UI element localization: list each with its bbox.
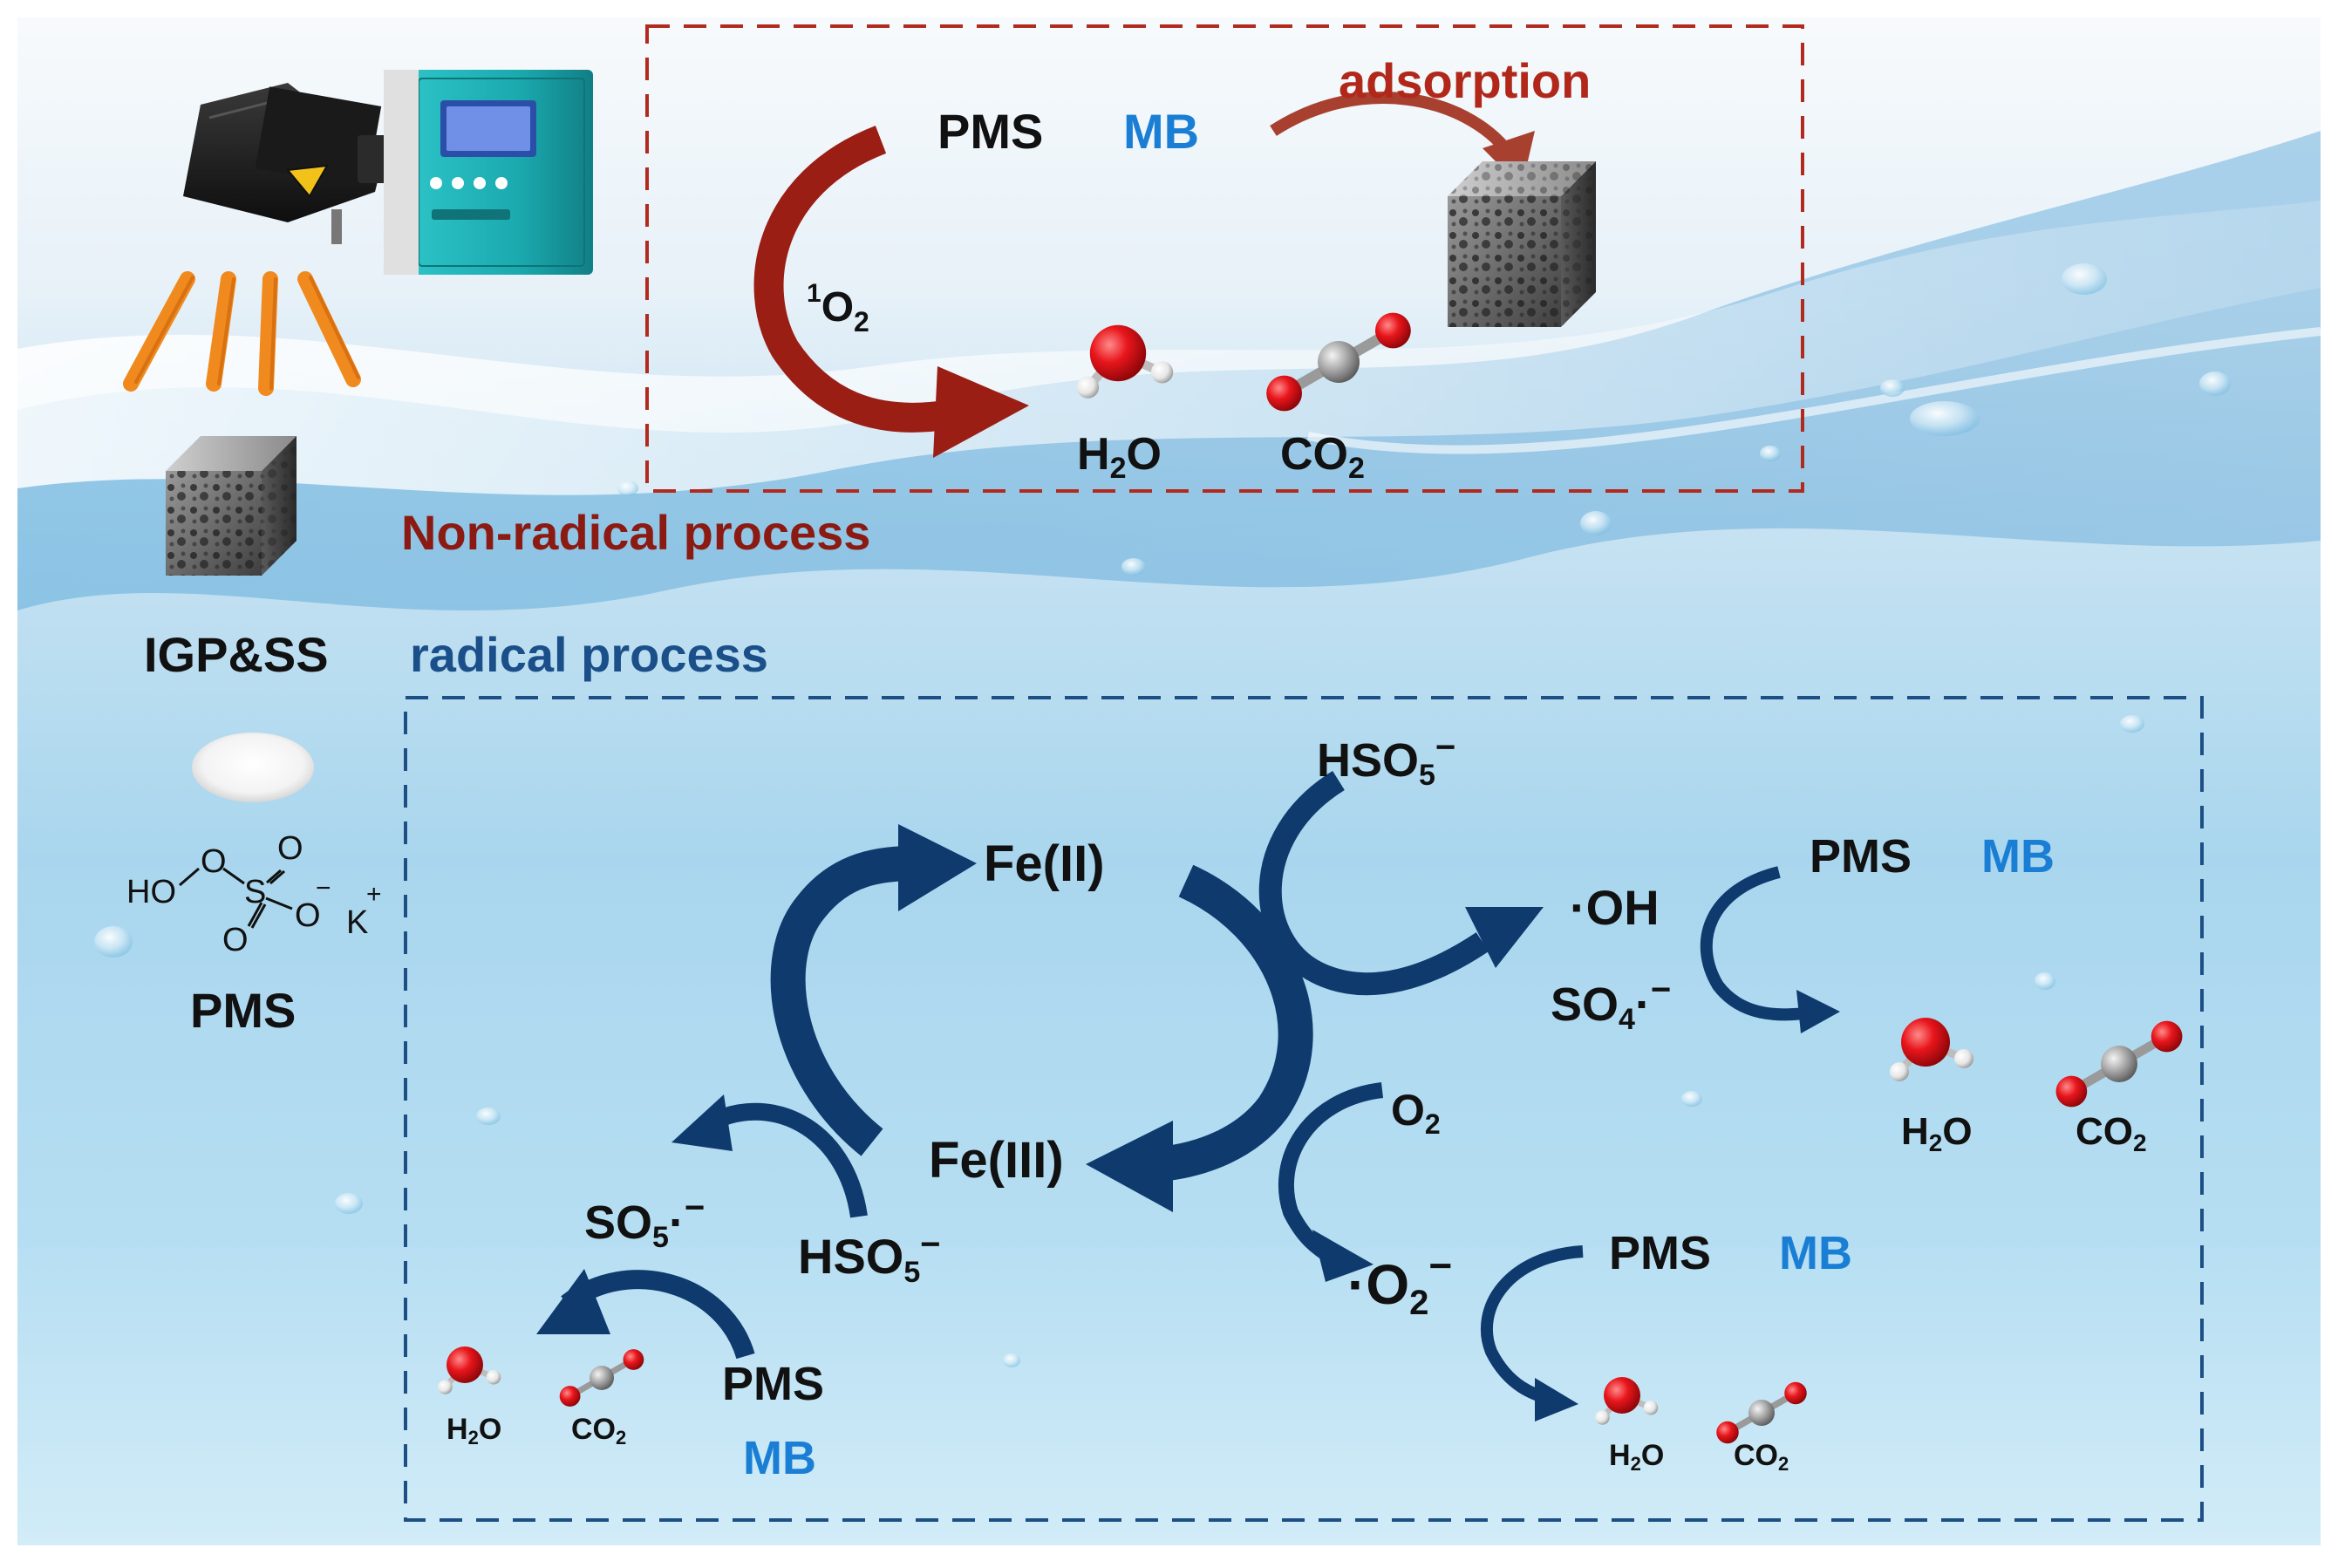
- sulfate-radical-label: SO4·−: [1551, 971, 1671, 1036]
- laser-equipment: [183, 70, 593, 275]
- hso5-top-label: HSO5−: [1317, 728, 1455, 792]
- catalyst-label: IGP&SS: [144, 627, 329, 682]
- pms-structure-o-link: O: [201, 843, 227, 880]
- adsorption-label: adsorption: [1339, 53, 1591, 108]
- right-bottom-h2o-molecule: [1595, 1377, 1659, 1425]
- right-top-co2-label: CO2: [2076, 1110, 2147, 1156]
- right-bottom-h2o-label: H2O: [1609, 1439, 1664, 1475]
- pms-structure-plus: +: [366, 880, 382, 909]
- pms-structure-minus: −: [316, 874, 331, 903]
- fe2-label: Fe(II): [984, 835, 1105, 892]
- right-top-co2-molecule: [2055, 1020, 2183, 1108]
- left-bottom-mb-label: MB: [743, 1432, 816, 1484]
- right-top-h2o-label: H2O: [1901, 1110, 1973, 1156]
- superoxide-label: ·O2−: [1347, 1243, 1452, 1322]
- left-pms-label: PMS: [190, 983, 296, 1038]
- pms-powder: [192, 733, 314, 802]
- non-radical-mb-label: MB: [1123, 104, 1199, 159]
- right-bottom-pms-label: PMS: [1609, 1227, 1711, 1279]
- wave-foam: [17, 201, 2321, 495]
- light-rods: [123, 271, 361, 396]
- fe-cycle-arrow-up: [770, 846, 917, 1156]
- left-bottom-h2o-label: H2O: [446, 1413, 501, 1449]
- pms-structure-s: S: [244, 874, 266, 910]
- o2-to-superoxide-arrow: [1278, 1082, 1384, 1263]
- pms-structure-bonds: [179, 867, 293, 929]
- hydroxyl-radical-label: ·OH: [1570, 880, 1660, 935]
- non-radical-process-title: Non-radical process: [401, 505, 870, 560]
- persulfate-radical-label: SO5·−: [584, 1189, 705, 1254]
- right-bottom-mb-label: MB: [1779, 1227, 1852, 1279]
- hso5-left-label: HSO5−: [798, 1225, 941, 1289]
- left-bottom-co2-label: CO2: [571, 1413, 626, 1449]
- right-top-pms-label: PMS: [1810, 830, 1912, 883]
- adsorption-cube: [1448, 161, 1596, 327]
- right-top-arrow: [1700, 866, 1819, 1021]
- red-curved-arrow: [753, 126, 953, 433]
- pms-structure-k: K: [346, 904, 368, 941]
- pms-structure-o-bottom: O: [222, 922, 249, 958]
- non-radical-h2o-label: H2O: [1077, 429, 1162, 485]
- catalyst-cube: [166, 436, 297, 576]
- non-radical-box: [645, 24, 1804, 493]
- pms-structure-ho: HO: [126, 874, 176, 910]
- hso5-to-oh-arrow: [1258, 770, 1489, 996]
- o2-label: O2: [1391, 1086, 1441, 1140]
- non-radical-h2o-molecule: [1076, 324, 1174, 399]
- right-top-h2o-molecule: [1890, 1018, 1973, 1081]
- radical-box: [404, 696, 2204, 1522]
- left-bottom-pms-label: PMS: [722, 1358, 824, 1410]
- left-bottom-h2o-molecule: [438, 1346, 501, 1394]
- non-radical-co2-molecule: [1266, 312, 1411, 412]
- molecules-layer: [438, 312, 2183, 1444]
- wave-highlight: [1307, 327, 2321, 454]
- radical-process-title: radical process: [410, 627, 768, 682]
- right-bottom-co2-label: CO2: [1734, 1439, 1789, 1475]
- left-bottom-co2-molecule: [559, 1349, 644, 1407]
- right-bottom-arrow: [1481, 1245, 1584, 1406]
- hso5-to-so5-arrow: [702, 1102, 868, 1218]
- red-arrowhead: [933, 366, 1029, 458]
- adsorption-arrow: [1270, 92, 1514, 157]
- water-droplets: [94, 263, 2231, 1367]
- singlet-oxygen-label: 1O2: [807, 279, 869, 337]
- pms-structure-o-minus: O: [295, 897, 321, 934]
- fe3-label: Fe(III): [929, 1132, 1064, 1189]
- non-radical-pms-label: PMS: [937, 104, 1043, 159]
- right-top-mb-label: MB: [1981, 830, 2055, 883]
- fe-cycle-arrow-down: [1157, 864, 1313, 1182]
- pms-structure-o-top: O: [277, 830, 303, 867]
- right-bottom-co2-molecule: [1716, 1381, 1807, 1444]
- non-radical-co2-label: CO2: [1280, 429, 1365, 485]
- pms-structure: HO O S O O O − K +: [126, 830, 382, 958]
